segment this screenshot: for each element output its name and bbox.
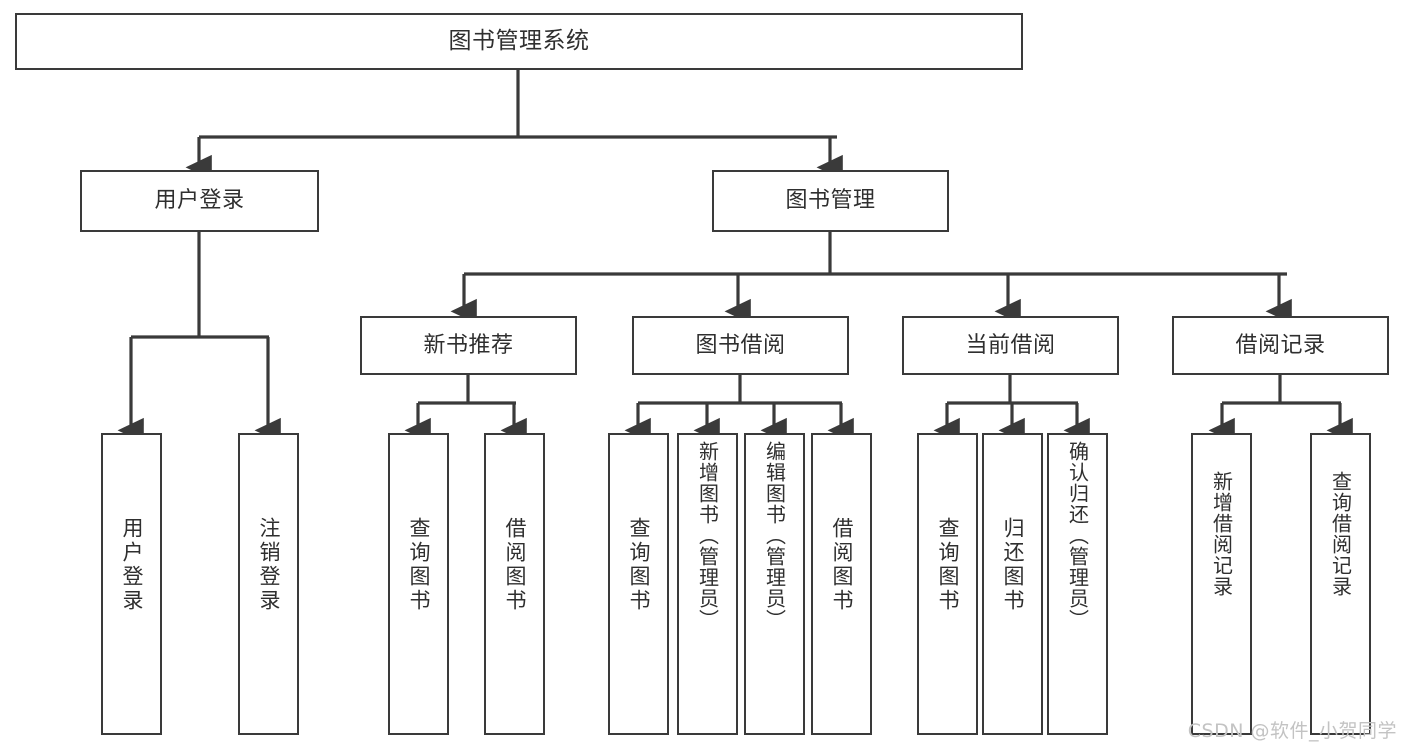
node-book-borrow[interactable]: 图书借阅	[632, 316, 849, 375]
node-leaf-user-login[interactable]: 用户登录	[101, 433, 162, 735]
node-leaf-add-record[interactable]: 新增借阅记录	[1191, 433, 1252, 735]
node-leaf-borrow-book-1-label: 借阅图书	[503, 517, 527, 613]
node-leaf-add-book[interactable]: 新增图书（管理员）	[677, 433, 738, 735]
node-leaf-return-book-label: 归还图书	[1001, 517, 1025, 613]
node-user-login[interactable]: 用户登录	[80, 170, 319, 232]
node-leaf-edit-book[interactable]: 编辑图书（管理员）	[744, 433, 805, 735]
node-new-book-rec[interactable]: 新书推荐	[360, 316, 577, 375]
node-leaf-query-book-1-label: 查询图书	[407, 517, 431, 613]
node-leaf-borrow-book-1[interactable]: 借阅图书	[484, 433, 545, 735]
node-leaf-query-record[interactable]: 查询借阅记录	[1310, 433, 1371, 735]
node-borrow-record[interactable]: 借阅记录	[1172, 316, 1389, 375]
node-current-borrow-label: 当前借阅	[965, 332, 1056, 358]
watermark-label: CSDN @软件_小贺同学	[1187, 720, 1397, 742]
node-user-login-label: 用户登录	[154, 188, 245, 214]
node-book-manage[interactable]: 图书管理	[712, 170, 949, 232]
node-root[interactable]: 图书管理系统	[15, 13, 1023, 70]
node-leaf-borrow-book-2-label: 借阅图书	[830, 517, 854, 613]
node-book-borrow-label: 图书借阅	[695, 332, 786, 358]
node-leaf-logout-label: 注销登录	[257, 517, 281, 613]
node-leaf-add-record-label: 新增借阅记录	[1209, 471, 1234, 597]
node-leaf-logout[interactable]: 注销登录	[238, 433, 299, 735]
node-current-borrow[interactable]: 当前借阅	[902, 316, 1119, 375]
node-leaf-add-book-label: 新增图书（管理员）	[695, 441, 720, 630]
node-leaf-confirm-return[interactable]: 确认归还（管理员）	[1047, 433, 1108, 735]
node-leaf-return-book[interactable]: 归还图书	[982, 433, 1043, 735]
node-book-manage-label: 图书管理	[785, 188, 876, 214]
node-leaf-query-book-3-label: 查询图书	[936, 517, 960, 613]
node-borrow-record-label: 借阅记录	[1235, 332, 1326, 358]
node-leaf-query-record-label: 查询借阅记录	[1328, 471, 1353, 597]
node-leaf-borrow-book-2[interactable]: 借阅图书	[811, 433, 872, 735]
node-leaf-edit-book-label: 编辑图书（管理员）	[762, 441, 787, 630]
node-new-book-rec-label: 新书推荐	[423, 332, 514, 358]
node-leaf-query-book-1[interactable]: 查询图书	[388, 433, 449, 735]
node-leaf-query-book-2[interactable]: 查询图书	[608, 433, 669, 735]
node-leaf-user-login-label: 用户登录	[120, 517, 144, 613]
node-leaf-confirm-return-label: 确认归还（管理员）	[1065, 441, 1090, 630]
node-leaf-query-book-3[interactable]: 查询图书	[917, 433, 978, 735]
node-root-label: 图书管理系统	[448, 27, 590, 54]
node-leaf-query-book-2-label: 查询图书	[627, 517, 651, 613]
